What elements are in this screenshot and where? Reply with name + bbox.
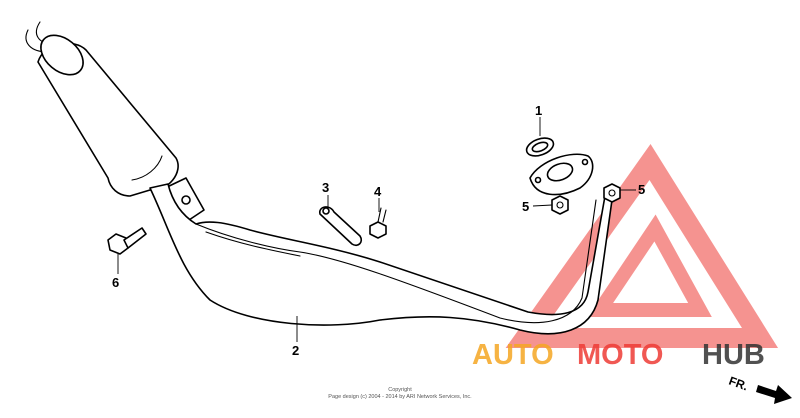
muffler-body bbox=[149, 183, 613, 335]
bolt-large bbox=[107, 227, 147, 255]
callout-1: 1 bbox=[535, 103, 542, 118]
fr-label: FR. bbox=[727, 374, 750, 394]
copyright-line-1: Copyright bbox=[388, 387, 412, 393]
muffler-canister bbox=[37, 34, 179, 197]
leader-5-left bbox=[532, 204, 553, 207]
watermark-text: AUTO MOTO HUB bbox=[472, 339, 765, 371]
callout-6: 6 bbox=[112, 275, 119, 290]
joint-nut-right bbox=[603, 183, 621, 203]
fr-arrow-icon bbox=[756, 385, 792, 404]
watermark-logo bbox=[505, 143, 779, 348]
brand-auto: AUTO bbox=[472, 339, 554, 371]
callout-4: 4 bbox=[374, 184, 382, 199]
band-clamp bbox=[319, 206, 363, 247]
joint-nut-left bbox=[551, 195, 569, 215]
bolt-small bbox=[369, 207, 387, 239]
callout-2: 2 bbox=[292, 343, 299, 358]
copyright-line-2: Page design (c) 2004 - 2014 by ARI Netwo… bbox=[328, 394, 472, 400]
brand-moto: MOTO bbox=[577, 339, 663, 371]
callout-5-left: 5 bbox=[522, 199, 529, 214]
front-direction: FR. bbox=[727, 374, 792, 404]
callout-3: 3 bbox=[322, 180, 329, 195]
gasket-ring bbox=[525, 137, 555, 157]
callout-5-right: 5 bbox=[638, 182, 645, 197]
front-pipe-flange bbox=[529, 153, 594, 196]
brand-hub: HUB bbox=[702, 339, 765, 371]
